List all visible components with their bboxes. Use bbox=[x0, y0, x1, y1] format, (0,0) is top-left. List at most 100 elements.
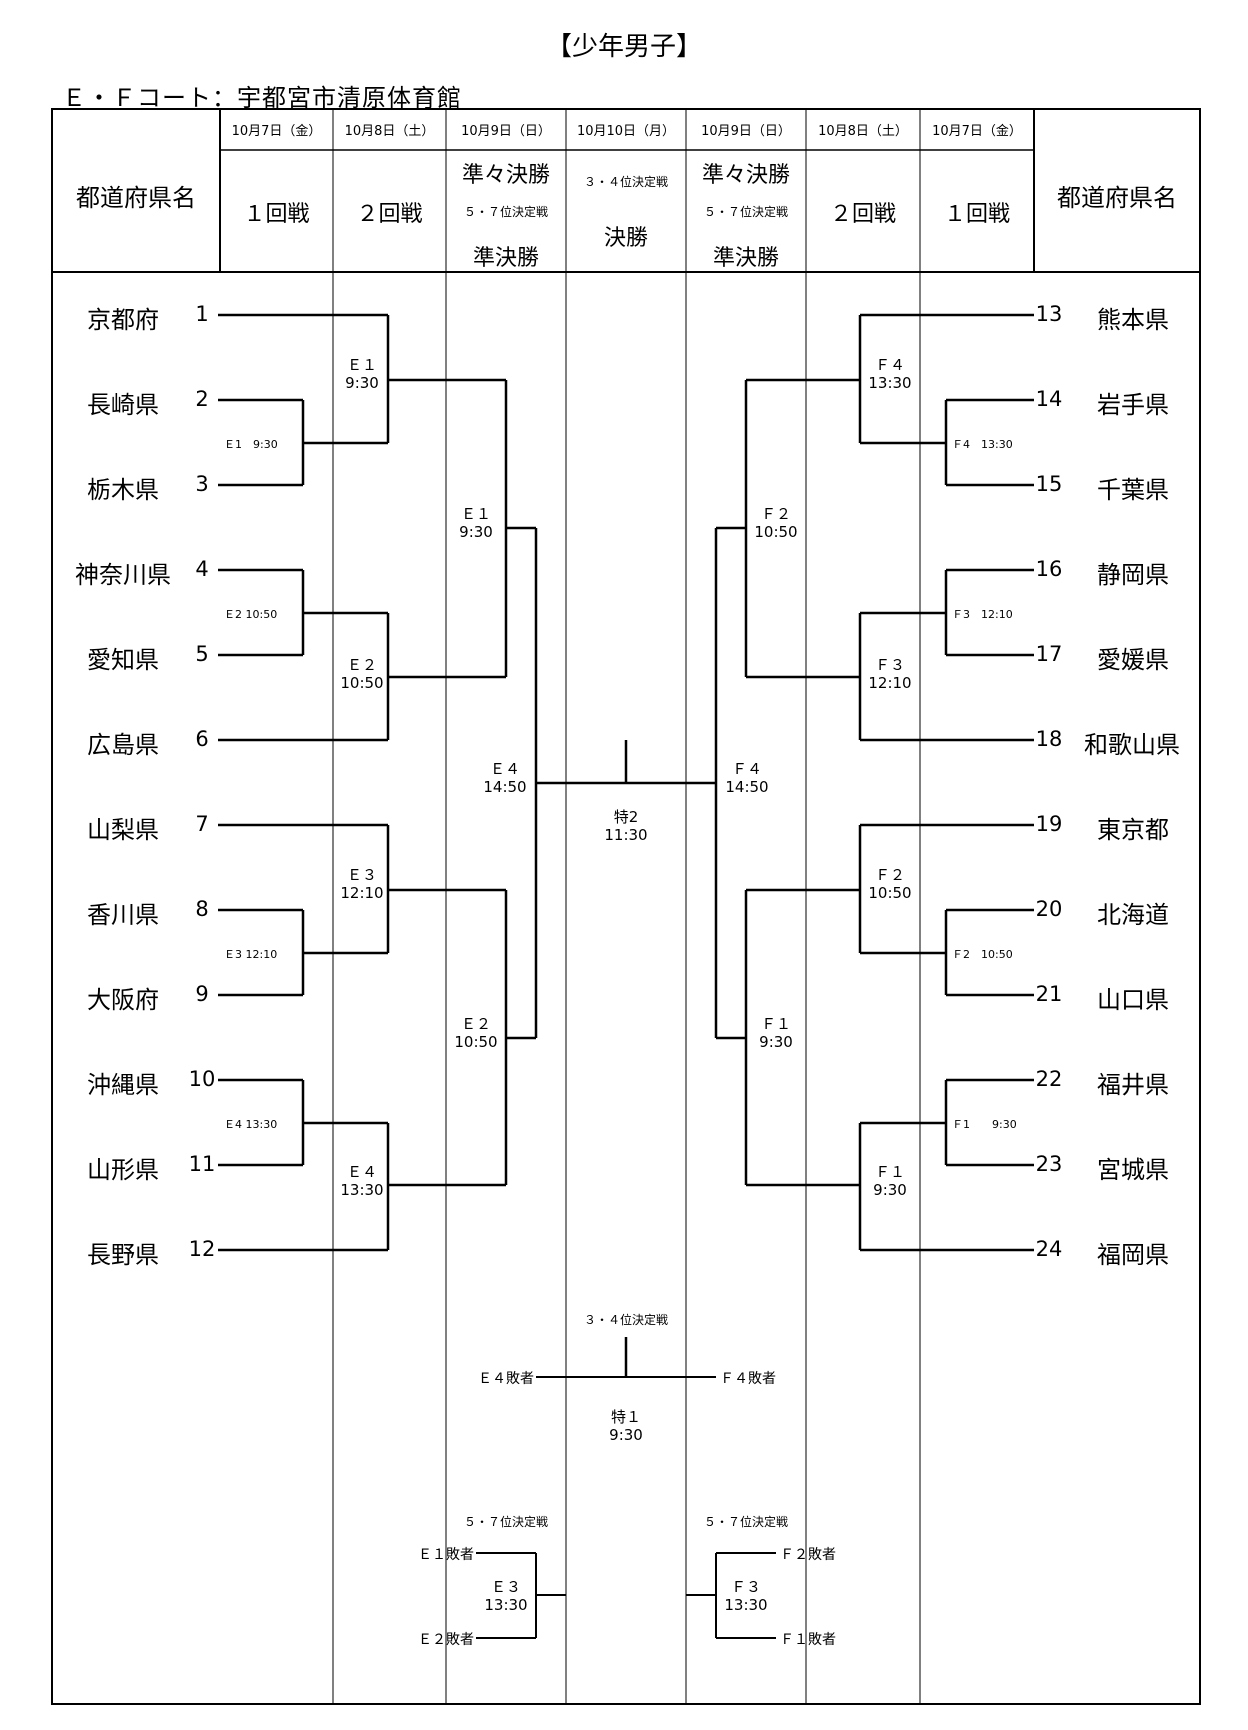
right-team-number: 20 bbox=[1035, 897, 1063, 921]
right-team-name: 東京都 bbox=[1097, 816, 1169, 844]
round-r2-left: ２回戦 bbox=[356, 202, 423, 227]
right-team-name: 静岡県 bbox=[1097, 561, 1169, 589]
left-team-name: 山形県 bbox=[87, 1156, 159, 1184]
round-sf-right: 準決勝 bbox=[712, 246, 779, 271]
right-team-name: 岩手県 bbox=[1097, 391, 1169, 419]
date-r2-left: 10月8日（土） bbox=[344, 124, 435, 139]
left-team-name: 沖縄県 bbox=[87, 1071, 159, 1099]
left-team-number: 11 bbox=[188, 1152, 216, 1176]
right-team-name: 福岡県 bbox=[1097, 1241, 1169, 1269]
date-final: 10月10日（月） bbox=[576, 124, 676, 139]
date-qf-right: 10月9日（日） bbox=[701, 124, 791, 139]
left-team-number: 6 bbox=[195, 727, 209, 751]
right-team-number: 24 bbox=[1035, 1237, 1063, 1261]
left-team-number: 5 bbox=[195, 642, 209, 666]
right-team-name: 和歌山県 bbox=[1084, 731, 1180, 759]
place57-left-bottom: Ｅ２敗者 bbox=[418, 1632, 474, 1648]
left-team-name: 広島県 bbox=[87, 731, 159, 759]
left-team-number: 9 bbox=[195, 982, 209, 1006]
round-r1-left: １回戦 bbox=[243, 202, 310, 227]
right-team-name: 熊本県 bbox=[1097, 306, 1169, 334]
third-place-left: Ｅ４敗者 bbox=[478, 1371, 534, 1387]
round-place57-left: ５・７位決定戦 bbox=[463, 205, 548, 219]
left-team-name: 長野県 bbox=[87, 1241, 159, 1269]
left-team-name: 長崎県 bbox=[87, 391, 159, 419]
left-team-name: 香川県 bbox=[87, 901, 159, 929]
match-e4-r1: Ｅ4 13:30 bbox=[224, 1116, 278, 1132]
page-title: 【少年男子】 bbox=[545, 32, 702, 62]
match-f1-r1: Ｆ1 9:30 bbox=[952, 1116, 1017, 1132]
left-team-name: 大阪府 bbox=[87, 986, 159, 1014]
right-team-number: 19 bbox=[1035, 812, 1063, 836]
place57-right-bottom: Ｆ１敗者 bbox=[780, 1632, 836, 1648]
date-qf-left: 10月9日（日） bbox=[461, 124, 551, 139]
right-team-number: 21 bbox=[1035, 982, 1063, 1006]
place57-left-top: Ｅ１敗者 bbox=[418, 1547, 474, 1563]
left-team-name: 栃木県 bbox=[87, 476, 159, 504]
third-place-lines bbox=[536, 1337, 716, 1378]
round-qf-right: 準々決勝 bbox=[701, 163, 790, 188]
right-team-number: 14 bbox=[1035, 387, 1063, 411]
left-team-number: 8 bbox=[195, 897, 209, 921]
round-r1-right: １回戦 bbox=[943, 202, 1010, 227]
left-team-number: 4 bbox=[195, 557, 209, 581]
date-r1-right: 10月7日（金） bbox=[932, 124, 1022, 139]
column-lines bbox=[219, 109, 1035, 1704]
round-final: 決勝 bbox=[603, 226, 648, 251]
left-team-number: 12 bbox=[188, 1237, 216, 1261]
place57-right-top: Ｆ２敗者 bbox=[780, 1547, 836, 1563]
round-r2-right: ２回戦 bbox=[829, 202, 896, 227]
left-team-number: 10 bbox=[188, 1067, 216, 1091]
right-team-number: 18 bbox=[1035, 727, 1063, 751]
bracket-left bbox=[218, 313, 626, 1252]
right-team-number: 23 bbox=[1035, 1152, 1063, 1176]
match-f3-r1: Ｆ3 12:10 bbox=[952, 606, 1013, 622]
right-team-name: 北海道 bbox=[1097, 901, 1169, 929]
left-team-number: 3 bbox=[195, 472, 209, 496]
left-team-name: 京都府 bbox=[87, 306, 159, 334]
venue-label: Ｅ・Ｆコート：宇都宮市清原体育館 bbox=[62, 84, 462, 112]
table-frame bbox=[51, 108, 1201, 1705]
pref-header-right: 都道府県名 bbox=[1057, 184, 1177, 212]
third-place-right: Ｆ４敗者 bbox=[720, 1371, 776, 1387]
place57-left-label: ５・７位決定戦 bbox=[463, 1515, 548, 1529]
bracket-right bbox=[626, 313, 1034, 1252]
round-place57-right: ５・７位決定戦 bbox=[703, 205, 788, 219]
round-place34: ３・４位決定戦 bbox=[583, 175, 668, 189]
right-team-number: 17 bbox=[1035, 642, 1063, 666]
right-team-number: 15 bbox=[1035, 472, 1063, 496]
round-qf-left: 準々決勝 bbox=[461, 163, 550, 188]
right-team-number: 22 bbox=[1035, 1067, 1063, 1091]
third-place-label: ３・４位決定戦 bbox=[583, 1313, 668, 1327]
left-team-number: 7 bbox=[195, 812, 209, 836]
pref-header-left: 都道府県名 bbox=[76, 184, 196, 212]
left-team-name: 神奈川県 bbox=[75, 561, 171, 589]
round-sf-left: 準決勝 bbox=[472, 246, 539, 271]
match-e2-r1: Ｅ2 10:50 bbox=[224, 606, 278, 622]
date-r1-left: 10月7日（金） bbox=[231, 124, 322, 139]
left-team-name: 山梨県 bbox=[87, 816, 159, 844]
right-team-name: 福井県 bbox=[1097, 1071, 1169, 1099]
right-team-name: 宮城県 bbox=[1097, 1156, 1169, 1184]
right-team-number: 13 bbox=[1035, 302, 1063, 326]
right-team-number: 16 bbox=[1035, 557, 1063, 581]
left-team-name: 愛知県 bbox=[87, 646, 159, 674]
left-team-number: 1 bbox=[195, 302, 209, 326]
match-e3-r1: Ｅ3 12:10 bbox=[224, 946, 278, 962]
